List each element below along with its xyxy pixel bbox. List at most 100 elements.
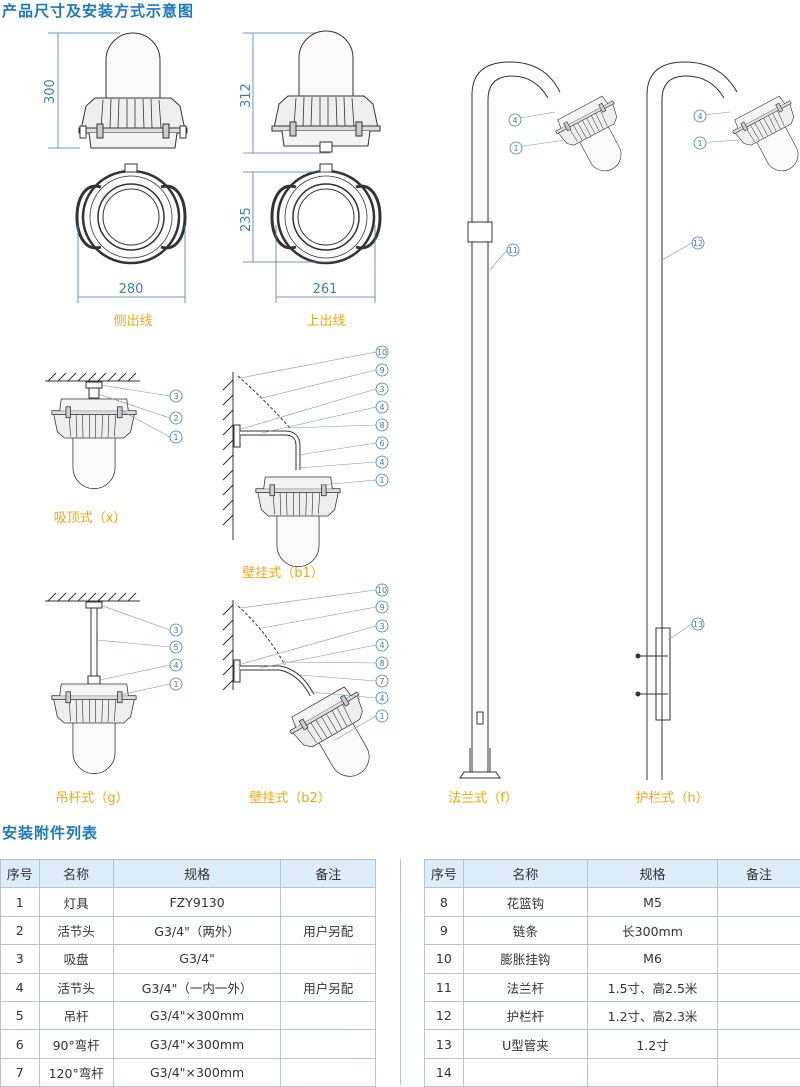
callout-circle (375, 656, 389, 670)
callout-number: 3 (379, 385, 384, 394)
callout-circle (169, 658, 183, 672)
table-cell: 1.2寸 (587, 1029, 718, 1059)
callout-wall-b2: 8 (283, 656, 389, 670)
callout-wall-b1: 4 (261, 400, 389, 434)
caption-wall-b2: 壁挂式（b2） (249, 791, 331, 806)
caption-ceiling: 吸顶式（x） (54, 511, 127, 526)
accessories-heading: 安装附件列表 (2, 824, 99, 842)
callout-number: 1 (513, 144, 518, 153)
table-cell: 用户另配 (280, 915, 376, 946)
callout-number: 10 (377, 586, 387, 595)
flange-pole-drawing (459, 61, 642, 779)
dimension-height-top (243, 32, 330, 154)
leader-line (299, 674, 377, 682)
callout-circle (693, 109, 707, 123)
callout-circle (169, 677, 183, 691)
callout-circle (691, 236, 705, 250)
table-cell: 1.5寸、高2.5米 (587, 972, 718, 1002)
table-cell: 11 (424, 972, 464, 1002)
callout-number: 3 (379, 622, 384, 631)
caption-wall-b1: 壁挂式（b1） (242, 566, 324, 581)
callout-circle (375, 691, 389, 705)
caption-guardrail: 护栏式（h） (635, 791, 708, 806)
callout-circle (375, 583, 389, 597)
callout-ceiling: 2 (97, 393, 183, 425)
leader-line (334, 715, 377, 741)
leader-line (661, 242, 693, 261)
callout-number: 9 (379, 366, 384, 375)
caption-top-outlet: 上出线 (306, 314, 345, 329)
leader-line (667, 623, 693, 641)
leader-line (99, 384, 171, 397)
callout-number: 3 (173, 626, 178, 635)
column-header: 序号 (0, 858, 40, 889)
callout-circle (693, 136, 707, 150)
leader-line (239, 589, 377, 609)
table-cell: 14 (424, 1057, 464, 1087)
table-header-row: 序号名称规格备注 (0, 858, 376, 889)
callout-wall-b1: 8 (287, 418, 389, 432)
callout-number: 4 (379, 458, 384, 467)
table-cell: 1.2寸、高2.3米 (587, 1000, 718, 1031)
leader-line (237, 625, 377, 666)
table-cell: G3/4"（一内一外） (112, 972, 282, 1002)
table-cell: 3 (0, 944, 40, 974)
callout-number: 1 (697, 139, 702, 148)
side-outlet-elevation (78, 32, 188, 149)
table-cell: 10 (424, 944, 464, 974)
leader-line (239, 351, 377, 379)
table-cell: FZY9130 (112, 887, 282, 917)
callout-number: 4 (697, 112, 702, 121)
table-cell (280, 1000, 376, 1031)
table-cell: 法兰杆 (462, 972, 589, 1002)
leader-line (261, 606, 377, 629)
callout-number: 3 (173, 392, 178, 401)
wall-mount-b2-drawing (222, 600, 394, 794)
table-cell: 长300mm (587, 915, 718, 946)
callout-number: 2 (173, 414, 178, 423)
table-cell: 1 (0, 887, 40, 917)
leader-line (297, 442, 377, 456)
callout-pendant: 5 (96, 639, 183, 654)
table-cell: G3/4" (112, 944, 282, 974)
callout-number: 7 (379, 677, 384, 686)
table-cell: G3/4"×300mm (112, 1029, 282, 1059)
callout-guardrail: 13 (667, 617, 705, 641)
callout-ceiling: 1 (119, 409, 183, 444)
column-header: 序号 (424, 858, 464, 889)
leader-line (99, 664, 171, 681)
callout-ceiling: 3 (99, 384, 183, 403)
table-cell (587, 1057, 718, 1087)
callout-wall-b2: 4 (259, 638, 389, 669)
dim-300: 300 (43, 79, 58, 104)
diagrams-heading: 产品尺寸及安装方式示意图 (2, 2, 195, 20)
callout-circle (375, 638, 389, 652)
leader-line (261, 406, 377, 434)
table-cell: M5 (587, 887, 718, 917)
installation-diagrams: 300 3 12 280 261 2 3 5 侧出线 上出线 吸顶式（x） 壁挂式（b… (43, 30, 800, 806)
callout-circle (169, 411, 183, 425)
callout-number: 1 (379, 712, 384, 721)
leader-line (261, 369, 377, 399)
table-cell: M6 (587, 944, 718, 974)
table-cell: G3/4"×300mm (112, 1000, 282, 1031)
callout-circle (169, 389, 183, 403)
callout-guardrail: 12 (661, 236, 705, 261)
dim-280: 280 (119, 282, 144, 297)
callout-number: 1 (173, 433, 178, 442)
caption-side-outlet: 侧出线 (113, 314, 152, 329)
callout-number: 6 (379, 439, 384, 448)
column-header: 备注 (716, 858, 800, 889)
callout-number: 13 (693, 620, 703, 629)
callout-flange: 11 (489, 243, 520, 271)
table-cell (716, 1029, 800, 1059)
dim-261: 261 (313, 282, 338, 297)
